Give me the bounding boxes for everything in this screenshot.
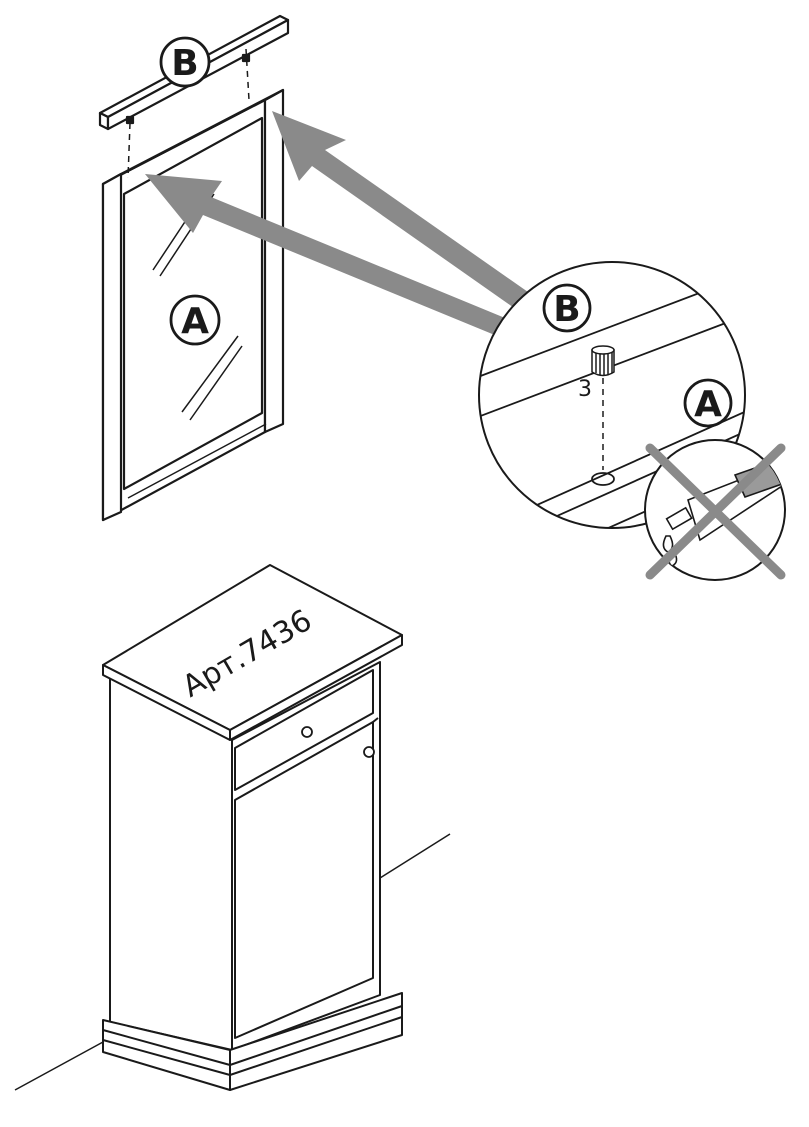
arrow-to-right-dowel xyxy=(272,111,528,310)
detail-callout-b-label: B xyxy=(553,289,580,330)
door-knob-icon xyxy=(363,746,375,758)
floor-line xyxy=(14,1041,104,1091)
prohibited-cross-icon xyxy=(645,443,786,580)
detail-callout-a-label: A xyxy=(694,384,722,425)
wall-floor-line xyxy=(379,833,451,879)
no-glue-inset xyxy=(644,439,786,581)
drawer-knob-icon xyxy=(301,726,313,738)
callout-a: A xyxy=(169,294,221,346)
callout-a-label: A xyxy=(181,301,209,342)
callout-b-label: B xyxy=(171,43,198,84)
cabinet xyxy=(14,564,451,1091)
arrow-to-left-dowel xyxy=(145,174,510,338)
door-front xyxy=(234,721,374,1039)
dowel xyxy=(591,345,615,377)
alignment-guides xyxy=(127,48,250,179)
callout-b: B xyxy=(159,36,211,88)
dowel-quantity: 3 xyxy=(578,377,592,402)
detail-callout-b: B xyxy=(542,283,592,333)
detail-callout-a: A xyxy=(683,378,733,428)
